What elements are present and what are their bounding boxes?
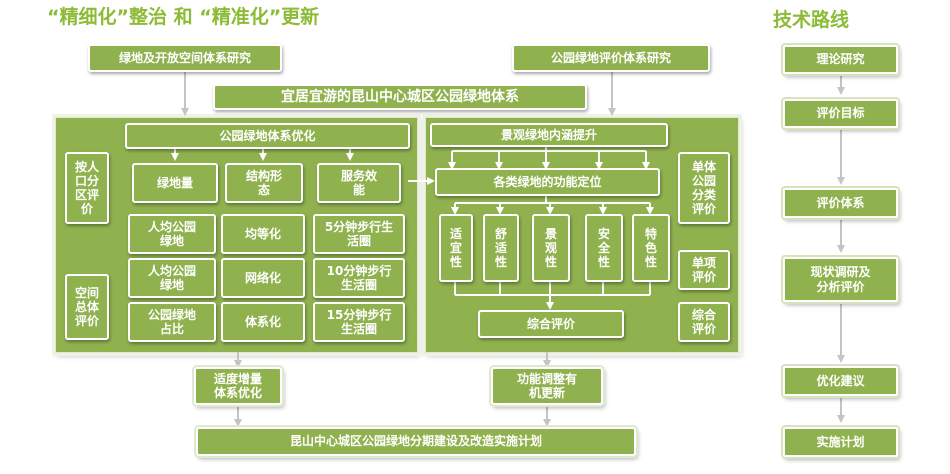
col3-item-1: 5分钟步行生活圈	[313, 214, 405, 254]
col2-item-3: 体系化	[221, 302, 305, 342]
route-goal: 评价目标	[783, 99, 898, 128]
implementation-plan-box: 昆山中心城区公园绿地分期建设及改造实施计划	[196, 427, 636, 456]
criteria-landscape: 景观性	[532, 214, 570, 282]
col3-item-3: 15分钟步行生活圈	[313, 302, 405, 342]
criteria-feature: 特色性	[632, 214, 670, 282]
right-output-box: 功能调整有机更新	[491, 367, 603, 405]
side-box-overall-space: 空间总体评价	[65, 274, 109, 340]
col2-item-1: 均等化	[221, 214, 305, 254]
page-title-left: “精细化”整治 和 “精准化”更新	[47, 6, 320, 28]
col1-item-2: 人均公园绿地	[128, 258, 216, 298]
col1-item-1: 人均公园绿地	[128, 214, 216, 254]
left-output-box: 适度增量体系优化	[194, 367, 282, 405]
route-suggestion: 优化建议	[783, 366, 898, 396]
overall-eval-box: 综合评价	[478, 310, 624, 338]
col3-head: 服务效能	[317, 163, 401, 203]
side-single-park: 单体公园分类评价	[678, 152, 730, 224]
page-title-right: 技术路线	[773, 9, 850, 31]
col3-item-2: 10分钟步行生活圈	[313, 258, 405, 298]
col2-head: 结构形态	[225, 163, 303, 203]
col1-item-3: 公园绿地占比	[128, 302, 216, 342]
col2-item-2: 网络化	[221, 258, 305, 298]
criteria-comfort: 舒适性	[483, 214, 519, 282]
criteria-safety: 安全性	[585, 214, 623, 282]
main-title-box: 宜居宜游的昆山中心城区公园绿地体系	[213, 84, 587, 110]
col1-head: 绿地量	[132, 163, 218, 203]
side-box-population: 按人口分区评价	[65, 152, 109, 224]
side-comprehensive: 综合评价	[678, 302, 730, 342]
route-system: 评价体系	[783, 188, 898, 218]
left-study-box: 绿地及开放空间体系研究	[88, 44, 282, 72]
landscape-box: 景观绿地内涵提升	[430, 123, 668, 147]
route-theory: 理论研究	[783, 45, 898, 74]
optimize-box: 公园绿地体系优化	[125, 123, 410, 149]
function-box: 各类绿地的功能定位	[435, 168, 660, 196]
route-plan: 实施计划	[783, 427, 898, 457]
route-survey: 现状调研及分析评价	[783, 257, 898, 302]
side-single-item: 单项评价	[678, 250, 730, 290]
right-study-box: 公园绿地评价体系研究	[512, 44, 710, 72]
criteria-suitability: 适宜性	[439, 214, 473, 282]
